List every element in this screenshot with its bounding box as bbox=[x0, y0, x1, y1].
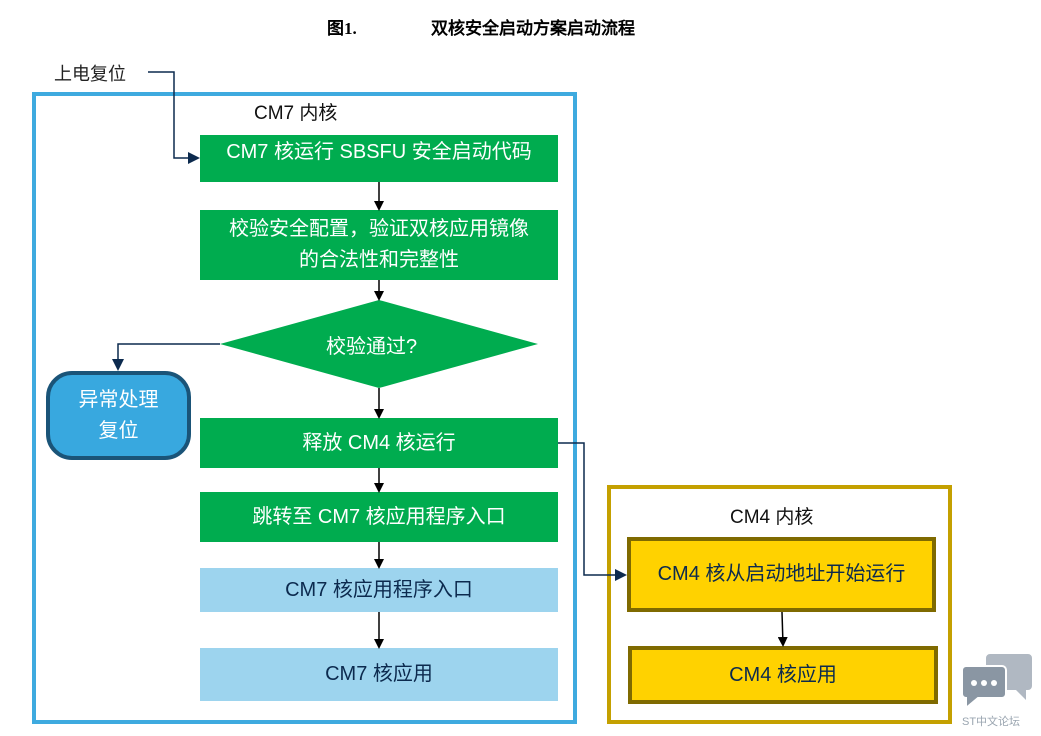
cm4-core-label: CM4 内核 bbox=[730, 507, 814, 528]
verify-config-line-2: 的合法性和完整性 bbox=[299, 249, 459, 271]
cm4-start-text: CM4 核从启动地址开始运行 bbox=[657, 563, 906, 585]
cm7-entry-text: CM7 核应用程序入口 bbox=[285, 578, 473, 601]
watermark-text: ST中文论坛 bbox=[962, 716, 1021, 728]
error-handler-box: 异常处理 复位 bbox=[46, 371, 191, 460]
verify-config-line-1: 校验安全配置，验证双核应用镜像 bbox=[229, 218, 529, 240]
jump-entry-text: 跳转至 CM7 核应用程序入口 bbox=[252, 505, 506, 528]
run-sbsfu-box: CM7 核运行 SBSFU 安全启动代码 bbox=[200, 135, 558, 182]
cm7-entry-box: CM7 核应用程序入口 bbox=[200, 568, 558, 612]
release-cm4-text: 释放 CM4 核运行 bbox=[302, 431, 456, 454]
cm7-core-frame bbox=[32, 92, 577, 724]
chat-bubbles-icon bbox=[961, 654, 1032, 710]
cm7-app-box: CM7 核应用 bbox=[200, 648, 558, 701]
error-handler-line-1: 异常处理 bbox=[78, 388, 159, 411]
cm7-core-label: CM7 内核 bbox=[254, 103, 338, 124]
figure-number: 图1. bbox=[327, 19, 357, 38]
cm4-core-frame bbox=[607, 485, 952, 724]
cm4-start-box: CM4 核从启动地址开始运行 bbox=[627, 537, 936, 612]
verify-config-box: 校验安全配置，验证双核应用镜像 的合法性和完整性 bbox=[200, 210, 558, 280]
cm4-app-text: CM4 核应用 bbox=[729, 663, 837, 686]
jump-entry-box: 跳转至 CM7 核应用程序入口 bbox=[200, 492, 558, 542]
run-sbsfu-text: CM7 核运行 SBSFU 安全启动代码 bbox=[226, 141, 532, 163]
cm7-app-text: CM7 核应用 bbox=[325, 663, 433, 685]
check-pass-text: 校验通过? bbox=[326, 336, 418, 358]
power-on-reset-label: 上电复位 bbox=[54, 64, 126, 84]
figure-title: 双核安全启动方案启动流程 bbox=[431, 19, 635, 38]
cm4-app-box: CM4 核应用 bbox=[628, 646, 938, 704]
release-cm4-box: 释放 CM4 核运行 bbox=[200, 418, 558, 468]
error-handler-line-2: 复位 bbox=[98, 419, 139, 442]
